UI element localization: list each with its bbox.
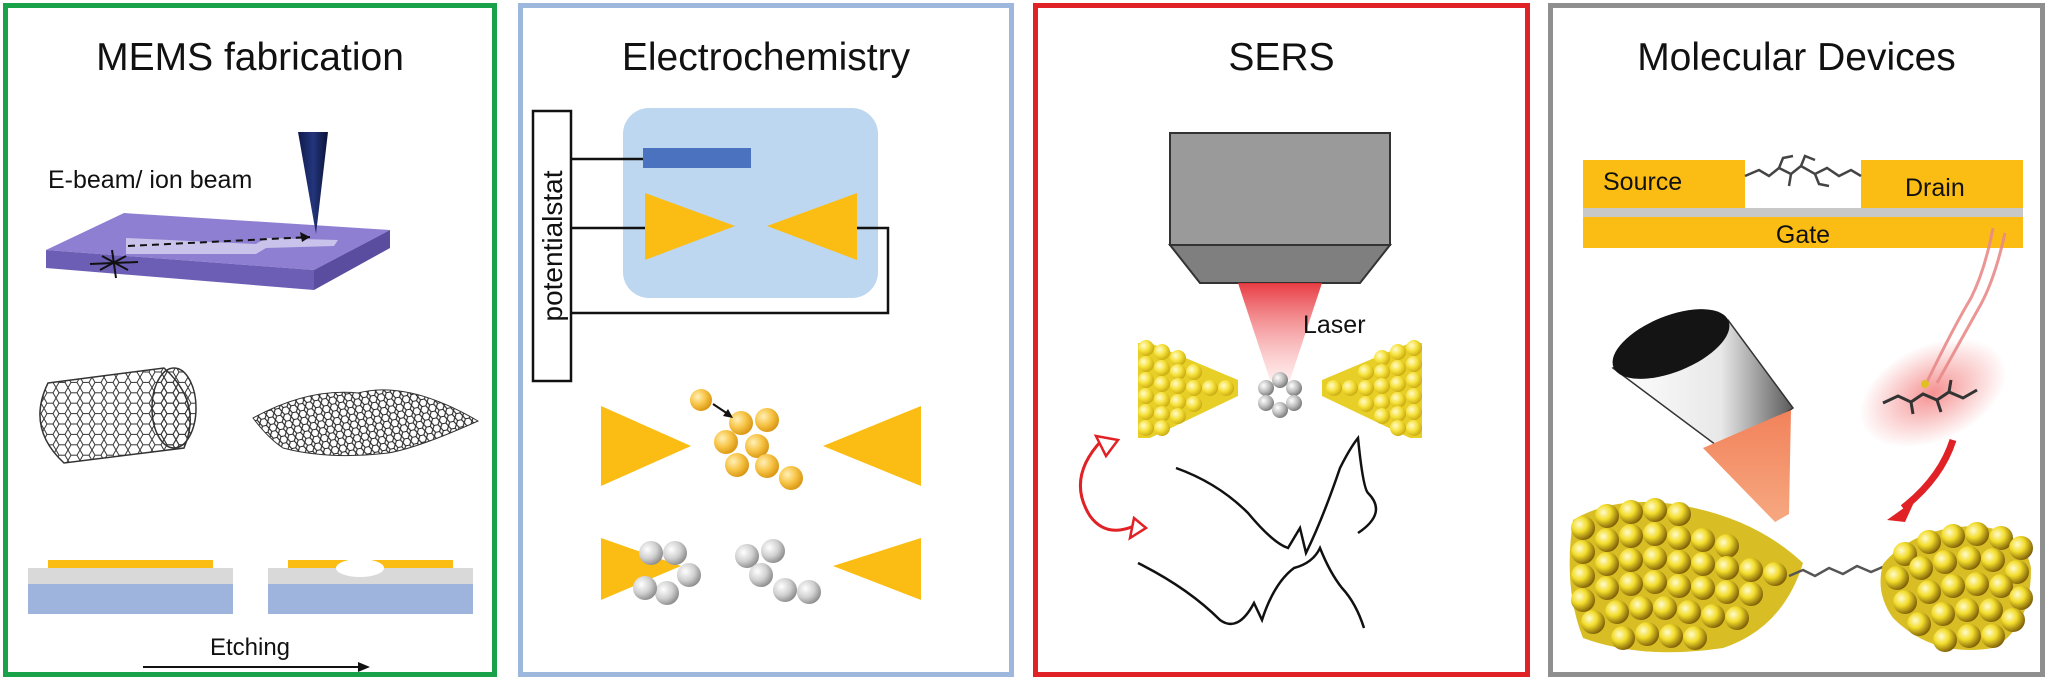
right-electrode: [767, 193, 857, 260]
electro-panel-title: Electrochemistry: [621, 36, 911, 79]
molecule-glow: [1859, 338, 2007, 448]
etching-label: Etching: [210, 634, 290, 661]
left-electrode: [645, 193, 735, 260]
scattering-arrow-icon: [1078, 434, 1149, 541]
gold-nanoparticles: [690, 389, 803, 490]
raman-spectrum-upper: [1175, 434, 1378, 557]
optical-fibers: [1923, 227, 2007, 387]
substrate-after-etch: [268, 559, 473, 614]
molecular-panel-title: Molecular Devices: [1637, 36, 1956, 79]
dissolve-right-electrode: [833, 538, 921, 600]
gate-dielectric: [1583, 208, 2023, 217]
circuit-wires: [571, 157, 890, 315]
dissolve-left-electrode: [601, 538, 681, 600]
growth-left-electrode: [601, 406, 691, 486]
laser-label: Laser: [1303, 311, 1366, 339]
microscope-objective: [1611, 309, 1795, 522]
graphene-sheet-icon: [252, 389, 480, 457]
sers-panel-title: SERS: [1228, 36, 1335, 79]
gate-electrode: [1583, 216, 2023, 248]
mems-panel-title: MEMS fabrication: [96, 36, 404, 79]
deposition-arrow: [712, 403, 729, 415]
objective-lens: [1167, 132, 1393, 284]
beam-tip-icon: [298, 132, 328, 234]
right-gold-tip: [1322, 340, 1422, 438]
red-arrow-icon: [1900, 438, 1957, 511]
mems-fabrication-panel: MEMS fabrication E-beam/ ion beam: [3, 3, 497, 677]
glowing-molecule-icon: [1882, 379, 1978, 415]
raman-spectrum-lower: [1137, 544, 1366, 629]
left-gold-tip: [1138, 340, 1238, 438]
scan-path-arrow: [127, 236, 311, 247]
molecule-in-gap: [1258, 372, 1302, 418]
sers-panel: SERS Laser: [1033, 3, 1530, 677]
bridging-molecule-icon: [1744, 154, 1862, 188]
excitation-cone: [1703, 410, 1791, 522]
source-label: Source: [1603, 168, 1682, 196]
reference-electrode: [643, 148, 751, 168]
mems-illustration: E-beam/ ion beam: [28, 132, 480, 672]
molecular-devices-panel: Molecular Devices: [1548, 3, 2045, 677]
gate-label: Gate: [1776, 221, 1830, 249]
sers-illustration: Laser: [1078, 132, 1422, 629]
source-electrode: [1583, 160, 1745, 208]
electrochemistry-panel: Electrochemistry potentialstat: [518, 3, 1014, 677]
drain-electrode: [1861, 160, 2023, 208]
fet-device: Source Drain Gate: [1583, 154, 2023, 249]
carbon-nanotube-icon: [39, 367, 197, 464]
junction-molecule-icon: [1788, 564, 1886, 578]
potentiostat-label: potentialstat: [537, 170, 568, 321]
beam-label: E-beam/ ion beam: [48, 166, 252, 194]
electrochemistry-illustration: potentialstat: [531, 108, 921, 605]
molecular-devices-illustration: Source Drain Gate: [1569, 154, 2033, 653]
growth-right-electrode: [823, 406, 921, 486]
potentiostat-box: [531, 109, 573, 383]
substrate-before-etch: [28, 560, 233, 614]
silver-nanoparticles: [633, 539, 821, 605]
laser-beam: [1238, 283, 1322, 380]
left-gold-cluster: [1569, 498, 1803, 653]
right-gold-cluster: [1880, 522, 2033, 652]
wafer-chip: [46, 213, 390, 290]
drain-label: Drain: [1905, 174, 1965, 202]
